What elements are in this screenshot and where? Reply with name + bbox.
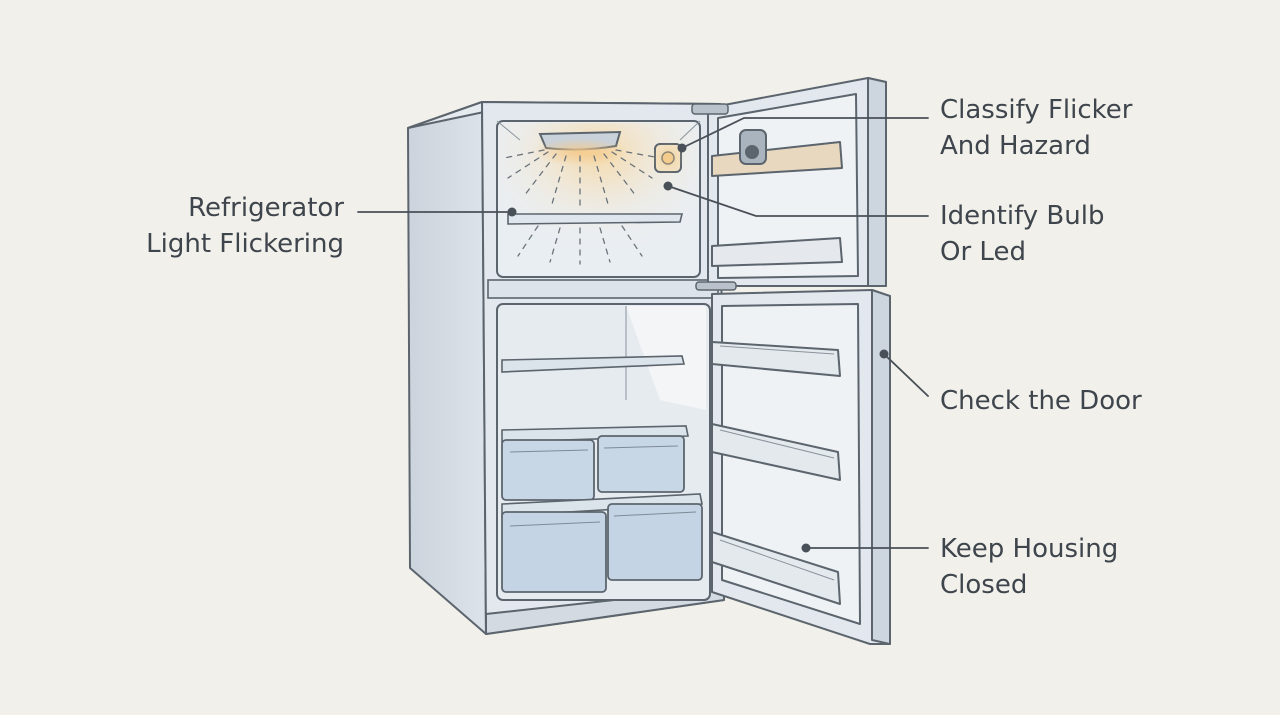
label-line: Identify Bulb	[940, 201, 1105, 231]
label-line: Check the Door	[940, 386, 1142, 416]
label-line: Classify Flicker	[940, 95, 1133, 125]
middle-hinge	[695, 281, 737, 291]
fridge-door-bin-1	[711, 341, 841, 377]
fresh-food-compartment	[496, 303, 711, 601]
label-refrigerator-light-flickering: Refrigerator Light Flickering	[146, 190, 344, 262]
leader-line-check-door	[883, 353, 929, 397]
leader-dot-keep-housing	[801, 543, 811, 553]
freezer-door	[707, 77, 887, 287]
label-line: Closed	[940, 570, 1028, 600]
label-line: Light Flickering	[146, 229, 344, 259]
label-check-the-door: Check the Door	[940, 383, 1142, 419]
fridge-side-panel	[407, 101, 487, 635]
leader-line-classify-flicker	[681, 117, 929, 149]
label-classify-flicker-and-hazard: Classify Flicker And Hazard	[940, 92, 1133, 164]
label-line: And Hazard	[940, 131, 1091, 161]
crisper-bin-2	[597, 435, 685, 493]
fridge-door-edge	[871, 289, 891, 645]
label-identify-bulb-or-led: Identify Bulb Or Led	[940, 198, 1104, 270]
door-hinge	[691, 103, 729, 115]
freezer-compartment	[496, 120, 701, 278]
crisper-bin-1	[501, 439, 595, 501]
leader-lines	[357, 117, 929, 549]
leader-dot-light-flickering	[507, 207, 517, 217]
label-line: Refrigerator	[188, 193, 344, 223]
leader-dot-identify-bulb	[663, 181, 673, 191]
light-glow-spot	[532, 138, 628, 166]
crisper-bin-3	[501, 511, 607, 593]
fridge-door-bin-2	[711, 423, 841, 481]
label-line: Or Led	[940, 237, 1026, 267]
label-line: Keep Housing	[940, 534, 1119, 564]
freezer-door-bin-1	[711, 141, 843, 177]
freezer-shelf	[507, 213, 684, 225]
fridge-door	[711, 289, 891, 645]
leader-line-identify-bulb	[667, 185, 929, 217]
compartment-divider	[487, 279, 719, 299]
freezer-door-bin-2	[711, 237, 843, 267]
fridge-shelf-2	[501, 425, 689, 443]
fridge-door-bin-3	[711, 531, 841, 605]
fridge-shelf-1	[501, 355, 686, 373]
leader-dots	[507, 143, 889, 553]
crisper-bin-4	[607, 503, 703, 581]
fridge-shelf-3	[501, 493, 703, 517]
freezer-door-edge	[867, 77, 887, 287]
leader-dot-classify-flicker	[677, 143, 687, 153]
leader-dot-check-door	[879, 349, 889, 359]
label-keep-housing-closed: Keep Housing Closed	[940, 531, 1118, 603]
